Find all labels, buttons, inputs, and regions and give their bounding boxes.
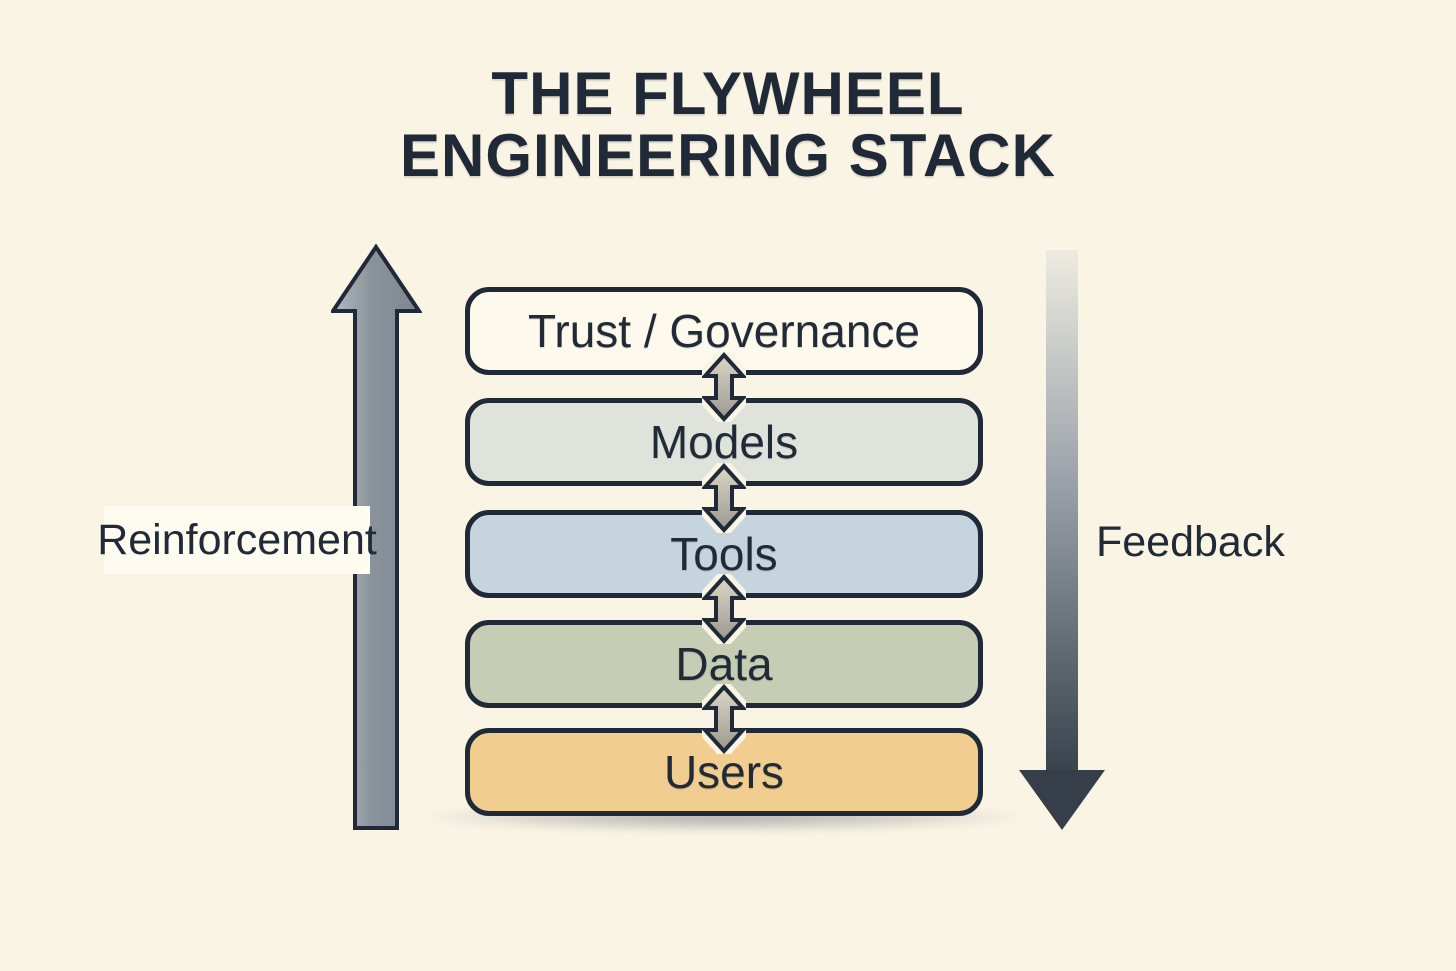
reinforcement-label: Reinforcement bbox=[97, 515, 377, 564]
bidirectional-arrow-icon bbox=[702, 463, 746, 533]
bidirectional-arrow-icon bbox=[702, 684, 746, 754]
bidirectional-arrow-icon bbox=[702, 574, 746, 644]
title-line-2: ENGINEERING STACK bbox=[400, 122, 1056, 189]
reinforcement-label-strip: Reinforcement bbox=[97, 506, 377, 574]
stack-box-label: Users bbox=[663, 746, 785, 798]
stack-box-label: Models bbox=[649, 416, 799, 468]
title-line-1: THE FLYWHEEL bbox=[491, 60, 965, 127]
bidirectional-arrow-icon bbox=[702, 352, 746, 422]
page-title: THE FLYWHEEL ENGINEERING STACK bbox=[0, 63, 1456, 187]
stack-box-label: Tools bbox=[670, 528, 778, 580]
reinforcement-up-arrow-icon bbox=[331, 244, 422, 830]
feedback-label: Feedback bbox=[1096, 518, 1285, 566]
stack-box-label: Data bbox=[675, 638, 773, 690]
feedback-down-arrow-icon bbox=[1019, 250, 1105, 830]
stack-box-label: Trust / Governance bbox=[527, 305, 920, 357]
